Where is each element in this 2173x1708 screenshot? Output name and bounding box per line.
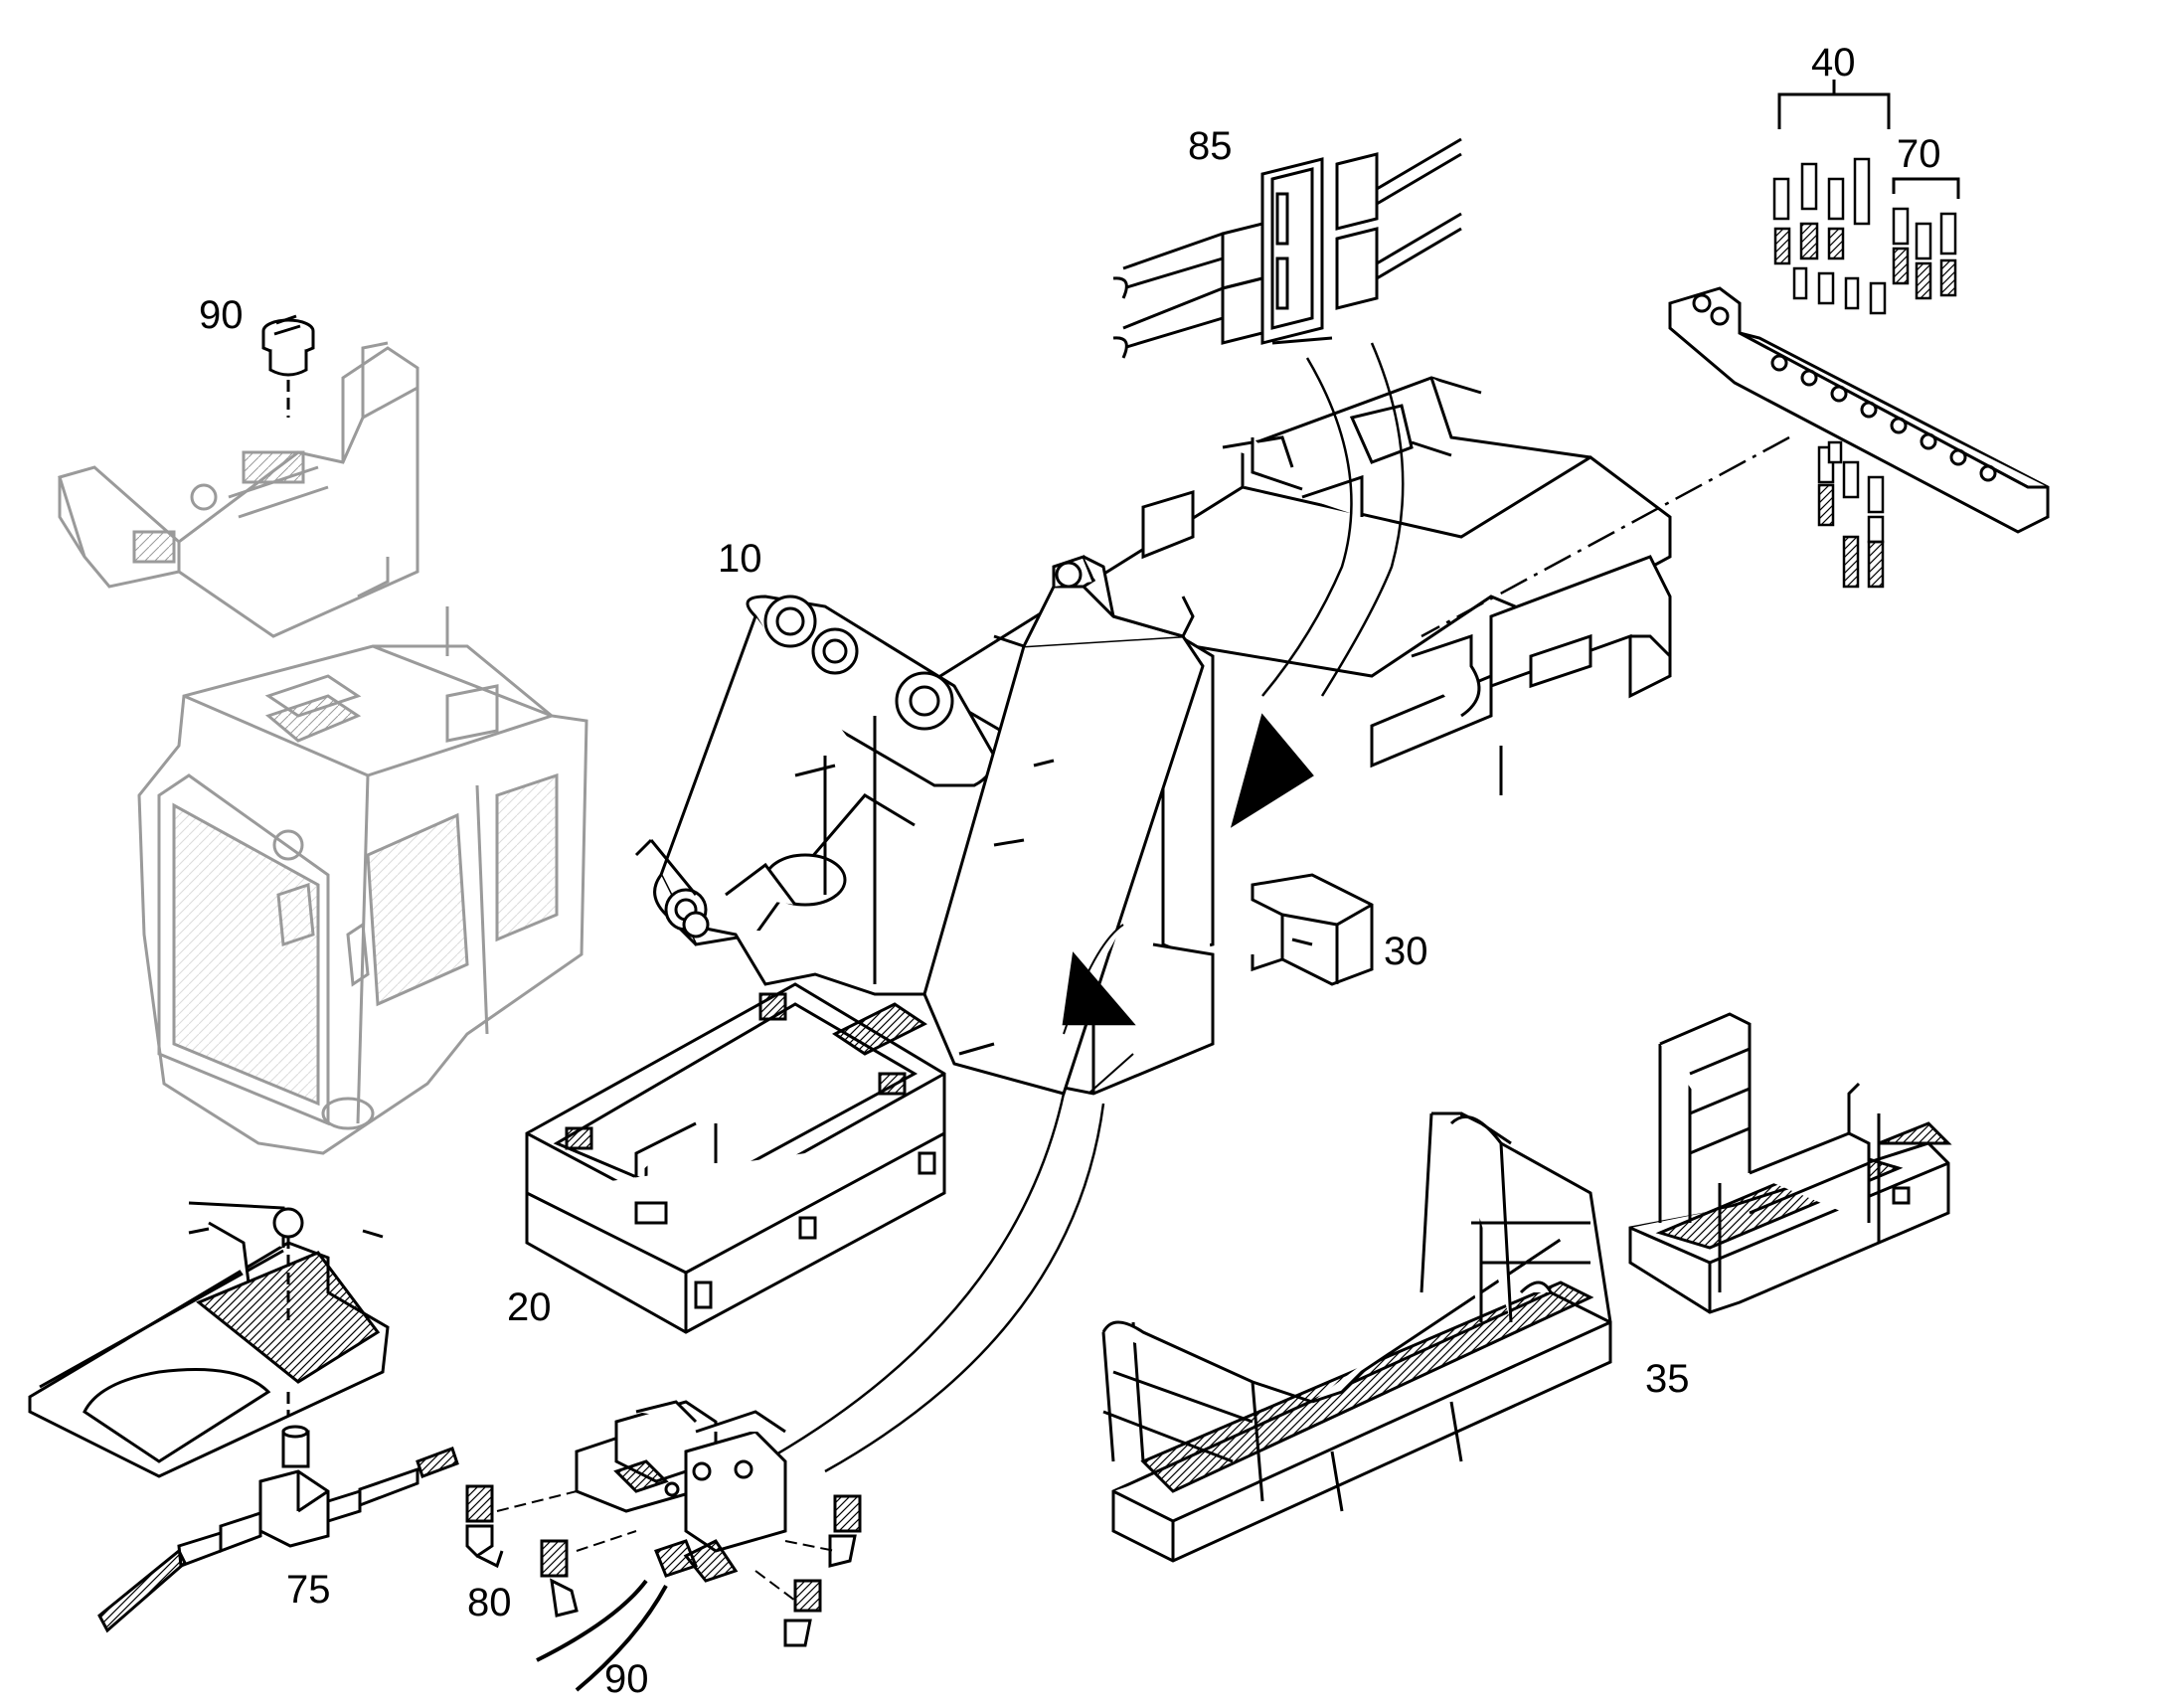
valve-block-parts-80-90 [465, 1400, 862, 1692]
label-part-35: 35 [1645, 1357, 1690, 1401]
label-part-10: 10 [718, 537, 762, 581]
label-part-90-bottom: 90 [604, 1657, 649, 1701]
cover-plate-part-30 [1251, 873, 1374, 986]
walkway-platforms-part-35 [1101, 1012, 1952, 1563]
floor-plate-drawing [28, 1201, 390, 1478]
valve-assembly-part-75 [97, 1425, 459, 1633]
label-part-20: 20 [507, 1285, 552, 1329]
fittings-beam-parts-40-70 [1668, 80, 2050, 589]
main-frame-drawing [634, 376, 1672, 1096]
label-part-85: 85 [1188, 124, 1233, 168]
operator-console-drawing [58, 341, 419, 638]
curved-arrow-to-tower [754, 951, 1136, 1473]
rotary-knob-part-90 [261, 314, 315, 418]
connector-plugs-part-85 [1112, 137, 1462, 359]
label-part-70: 70 [1897, 132, 1941, 176]
label-part-90-top: 90 [199, 293, 244, 337]
base-box-part-20 [525, 982, 946, 1334]
label-part-40: 40 [1811, 41, 1856, 85]
label-part-75: 75 [286, 1568, 331, 1612]
label-part-80: 80 [467, 1581, 512, 1624]
leader-line [1421, 435, 1790, 638]
curved-arrow-to-frame [1230, 342, 1405, 828]
operator-cab-drawing [137, 606, 588, 1155]
label-part-30: 30 [1384, 930, 1428, 973]
